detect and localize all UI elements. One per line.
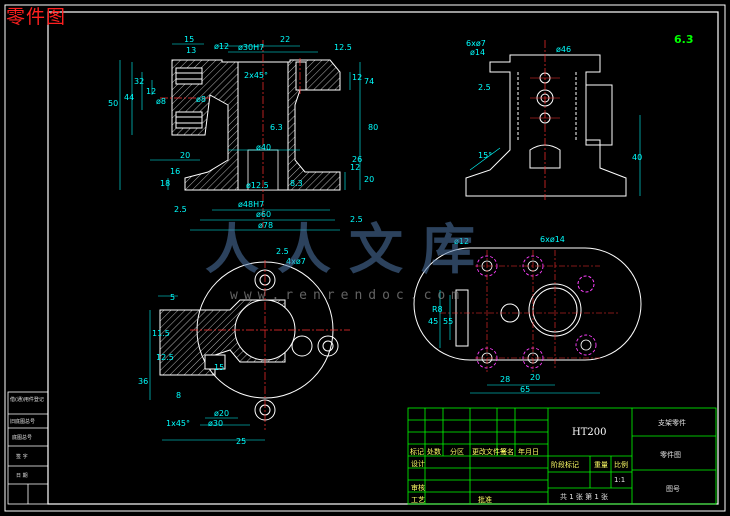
dim: 8.3 [290,179,303,188]
dim: 11.5 [152,329,170,338]
dim: 26 [352,155,362,164]
design-label: 设计 [411,460,425,468]
watermark-url: www.renrendoc.com [230,288,466,303]
dim: 5 [170,293,175,302]
dim: ø8 [156,97,166,106]
rev-header-1: 处数 [427,448,441,456]
dim: 50 [108,99,118,108]
dim: ø12 [454,237,469,246]
rev-header-0: 标记 [410,448,424,456]
dim: 2.5 [174,205,187,214]
part-name: 支架零件 [658,419,686,427]
dim: 12.5 [334,43,352,52]
dim: 12.5 [156,353,174,362]
dim: ø30H7 [238,43,264,52]
dim: ø12 [214,42,229,51]
dim: 6xø14 [540,235,565,244]
top-view-dims: 4xø7 2.5 5 11.5 12.5 36 15 8 1x45° ø30 ø… [138,247,306,446]
flange-view-dims: ø12 6xø14 45 R8 55 20 28 65 [428,235,565,394]
dim: 36 [138,377,148,386]
dim: 15° [478,151,492,160]
dim: 16 [170,167,180,176]
stage-header-2: 比例 [614,461,628,469]
dim: 40 [632,153,642,162]
dim: ø78 [258,221,273,230]
approve-label: 批准 [478,496,492,504]
flange-view [413,247,642,394]
dim: 32 [134,77,144,86]
top-section-view [149,260,350,441]
sheet-count: 共 1 张 第 1 张 [560,493,609,501]
drawing-type: 零件图 [660,451,681,459]
dim: 12 [352,73,362,82]
dim: 25 [236,437,246,446]
dim: 12 [350,163,360,172]
dim: 4xø7 [286,257,306,266]
left-strip-4: 日 期 [16,473,28,479]
dim: 55 [443,317,453,326]
scale-value: 1:1 [614,476,626,484]
dim: 6.3 [270,123,283,132]
left-strip-3: 签 字 [16,454,28,460]
dim: ø8 [196,95,206,104]
dim: 18 [160,179,170,188]
title-block-grid [407,407,717,505]
front-view-dims: 15 13 ø12 ø30H7 22 12.5 50 44 32 12 ø8 ø… [108,35,378,230]
stage-header-0: 阶段标记 [551,461,579,469]
dim: ø20 [214,409,229,418]
dim: 44 [124,93,134,102]
left-strip-1: 旧底图总号 [10,419,36,425]
dim: 1x45° [166,419,190,428]
dim: ø46 [556,45,571,54]
watermark-logo: 人人文库 [205,218,493,281]
rev-header-4: 签名 [500,448,514,456]
dim: ø14 [470,48,485,57]
dim: 80 [368,123,378,132]
dim: 2x45° [244,71,268,80]
dim: 74 [364,77,374,86]
dim: 22 [280,35,290,44]
front-section-view: 15 13 ø12 ø30H7 22 12.5 50 44 32 12 ø8 ø… [108,35,378,231]
check-label: 审核 [411,484,425,492]
rev-header-3: 更改文件号 [472,448,507,456]
dim: 2.5 [350,215,363,224]
dim: 6xø7 [466,39,486,48]
dim: 28 [500,375,510,384]
dim: ø12.5 [246,181,269,190]
side-view [465,40,641,200]
left-strip-0: 借(通)用件登记 [10,397,44,403]
dim: R8 [432,305,443,314]
material-label: HT200 [572,427,607,438]
dim: 13 [186,46,196,55]
rev-header-2: 分区 [450,448,464,456]
dim: 45 [428,317,438,326]
left-strip-2: 底图总号 [12,435,33,441]
left-strip [7,391,49,505]
dim: 2.5 [478,83,491,92]
dim: ø40 [256,143,271,152]
drawing-title: 零件图 [6,6,67,28]
dim: 20 [364,175,374,184]
rev-header-5: 年月日 [518,448,539,456]
dim: 2.5 [276,247,289,256]
dim: 20 [180,151,190,160]
dim: 20 [530,373,540,382]
dim: ø48H7 [238,200,264,209]
roughness-symbol: 6.3 [674,33,694,46]
dim: ø60 [256,210,271,219]
stage-header-1: 重量 [594,461,608,469]
dim: 65 [520,385,530,394]
dim: 15 [214,363,224,372]
dim: 12 [146,87,156,96]
dim: ø30 [208,419,223,428]
dim: 8 [176,391,181,400]
process-label: 工艺 [411,496,425,504]
drawing-number-label: 图号 [666,485,680,493]
dim: 15 [184,35,194,44]
side-view-dims: 6xø7 ø14 2.5 ø46 15° 40 [466,39,642,162]
